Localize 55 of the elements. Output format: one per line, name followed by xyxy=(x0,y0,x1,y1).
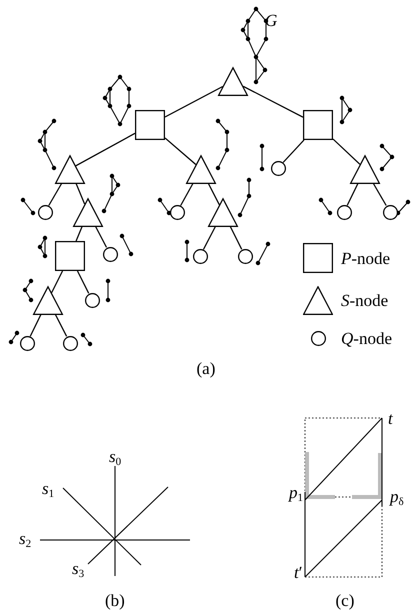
square-node xyxy=(303,110,333,140)
triangle-node xyxy=(33,286,63,314)
legend-label: P-node xyxy=(341,250,390,266)
tree-edge xyxy=(372,183,387,206)
circle-node xyxy=(336,204,352,220)
circle-node xyxy=(62,336,78,350)
square-node xyxy=(55,241,85,271)
triangle-node xyxy=(218,66,248,96)
text-label: s$_{1}$ xyxy=(42,480,54,500)
circle-node xyxy=(84,292,100,308)
tree-edge xyxy=(95,226,108,248)
tree-edge xyxy=(51,270,64,293)
legend-label: S-node xyxy=(341,292,388,308)
triangle-node xyxy=(73,198,103,226)
text-label: t′ xyxy=(294,564,302,580)
tree-edge xyxy=(76,183,86,204)
tree-edge xyxy=(76,270,90,294)
tree-edge xyxy=(180,183,194,206)
tree-edge xyxy=(230,226,242,250)
circle-node xyxy=(270,160,286,176)
text-label: s$_{3}$ xyxy=(72,560,84,580)
tree-edge xyxy=(30,314,42,337)
triangle-node xyxy=(55,154,85,184)
tree-edge xyxy=(76,132,136,166)
tree-edge xyxy=(332,138,360,165)
text-label: (a) xyxy=(196,360,216,376)
text-label: (b) xyxy=(105,592,125,608)
text-label: p$_{1}$ xyxy=(289,484,303,504)
tree-edge xyxy=(54,314,68,337)
text-label: t xyxy=(388,410,393,426)
circle-node xyxy=(170,204,184,220)
triangle-node xyxy=(208,198,238,226)
circle-node xyxy=(238,248,252,264)
tree-edge xyxy=(48,183,62,206)
circle-node xyxy=(38,204,52,220)
circle-node xyxy=(192,248,208,264)
text-label: s$_{0}$ xyxy=(109,448,122,468)
square-node xyxy=(135,110,165,140)
tree-edge xyxy=(76,226,83,242)
text-label: p$_{δ}$ xyxy=(390,488,404,508)
tree-edge xyxy=(242,86,304,118)
tree-edge xyxy=(164,137,196,165)
circle-node xyxy=(382,204,398,220)
circle-node xyxy=(20,336,34,350)
tree-edge xyxy=(202,226,216,250)
triangle-node xyxy=(350,154,380,184)
tree-edge xyxy=(346,183,358,206)
tree-edge xyxy=(208,183,220,205)
triangle-node xyxy=(186,154,216,184)
tree-edge xyxy=(282,140,304,163)
tree-edge xyxy=(164,86,223,118)
circle-node xyxy=(102,246,118,262)
legend-label: Q-node xyxy=(341,330,392,346)
text-label: s$_{2}$ xyxy=(19,530,32,550)
text-label: (c) xyxy=(336,592,354,608)
